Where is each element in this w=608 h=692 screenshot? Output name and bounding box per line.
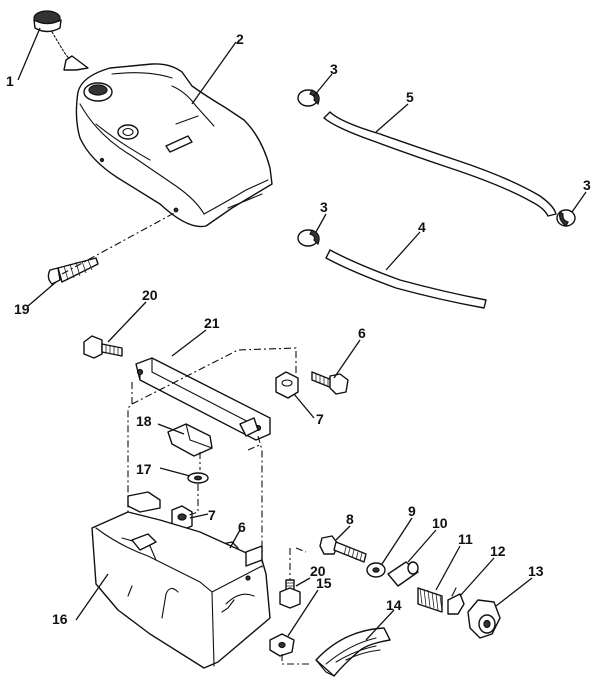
callout-20-upper: 20 [142, 287, 158, 303]
spacer-sleeve [387, 561, 419, 587]
hex-nut-lower [171, 505, 193, 531]
tapping-screw [47, 257, 99, 285]
assembly-lines [61, 211, 312, 665]
callout-12: 12 [490, 543, 506, 559]
callout-6-upper: 6 [358, 325, 366, 341]
hex-bolt-6-upper [311, 371, 349, 395]
hex-bolt-upper [83, 335, 123, 359]
pivot-bushing [269, 633, 295, 657]
hose-clamp-right [556, 209, 576, 227]
callout-1: 1 [6, 73, 14, 89]
carriage-bolt [319, 535, 367, 563]
fuel-line-long [323, 111, 557, 217]
throttle-quadrant-plate [315, 627, 391, 677]
hex-bolt-lower [279, 579, 301, 609]
callout-15: 15 [316, 575, 332, 591]
fuel-tank [75, 63, 273, 228]
retainer-clip [447, 587, 465, 615]
callout-8: 8 [346, 511, 354, 527]
flat-washer-17 [187, 472, 209, 484]
fuel-line-short [325, 249, 487, 309]
leader-lines [17, 27, 587, 641]
callout-10: 10 [432, 515, 448, 531]
callout-7-lower: 7 [208, 507, 216, 523]
hose-clamp-lower [297, 229, 320, 247]
tank-bracket [135, 357, 271, 441]
callout-20-lower: 20 [310, 563, 326, 579]
callout-16: 16 [52, 611, 68, 627]
callout-labels: 1 2 3 3 3 4 5 6 6 7 7 8 9 10 11 12 13 14… [6, 31, 591, 627]
callout-18: 18 [136, 413, 152, 429]
callout-2: 2 [236, 31, 244, 47]
callout-21: 21 [204, 315, 220, 331]
callout-11: 11 [458, 531, 473, 547]
compression-spring [417, 587, 443, 613]
callout-3-right: 3 [583, 177, 591, 193]
flat-washer-9 [366, 562, 386, 578]
callout-9: 9 [408, 503, 416, 519]
fuel-cap [33, 10, 89, 71]
hex-nut-upper [275, 371, 299, 399]
lever-knob [467, 599, 501, 639]
hose-clamp-upper [297, 89, 320, 107]
mounting-clip [167, 423, 213, 457]
callout-13: 13 [528, 563, 544, 579]
callout-4: 4 [418, 219, 426, 235]
callout-3-upper: 3 [330, 61, 338, 77]
callout-7-upper: 7 [316, 411, 324, 427]
callout-19: 19 [14, 301, 30, 317]
callout-3-lower: 3 [320, 199, 328, 215]
callout-14: 14 [386, 597, 402, 613]
callout-6-lower: 6 [238, 519, 246, 535]
callout-5: 5 [406, 89, 414, 105]
callout-17: 17 [136, 461, 152, 477]
